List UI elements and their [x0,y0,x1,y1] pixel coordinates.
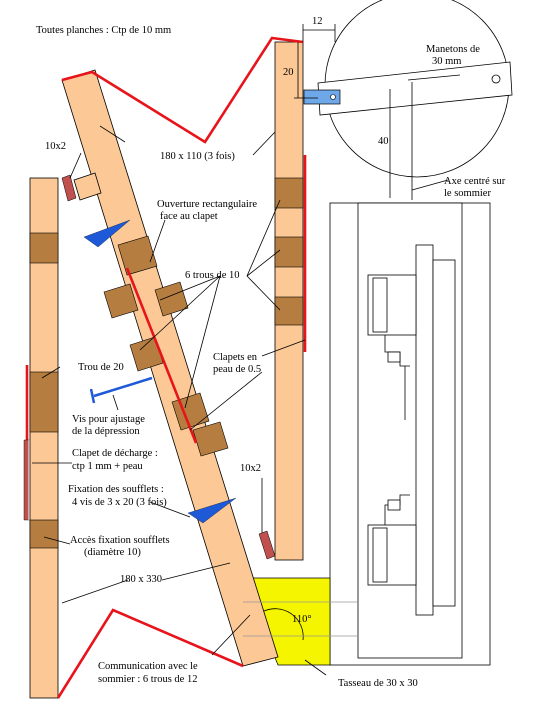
dim-180x330-label: 180 x 330 [120,574,162,585]
pallet-inner-top [372,277,388,333]
diag-hole-3 [154,281,189,317]
manetons-label-2: 30 mm [432,56,461,67]
pallet-spring-block [387,351,401,363]
crankpin-circle [491,74,501,84]
sommier-rail-2 [432,259,456,607]
crank-rod-pin [330,94,336,100]
ouverture-label-1: Ouverture rectangulaire [157,199,257,210]
axe-label-2: le sommier [444,188,491,199]
pallet-inner-bottom [372,527,388,583]
axe-label-1: Axe centré sur [444,176,506,187]
diag-hole-2 [103,283,139,319]
decharge-label-1: Clapet de décharge : [72,448,158,459]
dim-12-label: 12 [312,16,323,27]
dim-20-label: 20 [283,67,294,78]
title-label: Toutes planches : Ctp de 10 mm [36,25,171,36]
dimension-12 [302,24,336,42]
vis-label-1: Vis pour ajustage [72,414,145,425]
decharge-label-2: ctp 1 mm + peau [72,461,143,472]
vis-label-2: de la dépression [72,426,140,437]
clapets-label-1: Clapets en [213,352,258,363]
diag-hole-4 [129,336,164,372]
right-hole-3 [274,296,304,326]
trou-20-label: Trou de 20 [78,362,124,373]
pallet-spring-block-2 [387,499,401,511]
screw-bottom [187,497,237,524]
left-hole-20 [29,371,59,433]
angle-arc [261,608,304,641]
left-hole-top [29,232,59,264]
relief-clapet-plate [23,439,30,521]
dimension-20 [294,42,318,99]
manetons-leader [407,74,461,81]
diag-hole-1 [117,235,158,276]
crank-rod-blue [303,89,341,105]
adjust-screw [93,376,153,398]
acces-label-2: (diamètre 10) [84,547,141,558]
clapets-label-2: peau de 0.5 [213,364,261,375]
tasseau-label: Tasseau de 30 x 30 [338,678,418,689]
acces-label-1: Accès fixation soufflets [70,535,170,546]
dim-180x110-label: 180 x 110 (3 fois) [160,151,235,162]
manetons-label-1: Manetons de [426,44,480,55]
diag-bellows-block-1 [73,172,102,201]
bellows-bottom-outline [56,608,244,699]
right-hole-1 [274,177,304,209]
dim-10x2-bottom-label: 10x2 [240,463,261,474]
dim-40-label: 40 [378,136,389,147]
shim-bottom [258,530,276,560]
sommier-rail [415,244,434,616]
screw-top [83,219,131,248]
right-hole-2 [274,236,304,268]
shim-top [61,174,77,202]
communication-label-2: sommier : 6 trous de 12 [98,674,197,685]
diag-hole-6 [192,421,229,457]
dim-10x2-top-label: 10x2 [45,141,66,152]
angle-110-label: 110° [292,614,312,625]
bellows-top-outline [61,36,304,144]
diag-clapet-leather [125,267,198,444]
fixation-label-2: 4 vis de 3 x 20 (3 fois) [72,497,167,508]
left-plank [29,177,59,699]
ouverture-label-2: face au clapet [160,211,218,222]
fixation-label-1: Fixation des soufflets : [68,484,164,495]
leader-lines [32,125,449,676]
trous-6-label: 6 trous de 10 [185,270,240,281]
communication-label-1: Communication avec le [98,661,198,672]
left-hole-acces [29,519,59,549]
adjust-screw-head [89,388,96,404]
